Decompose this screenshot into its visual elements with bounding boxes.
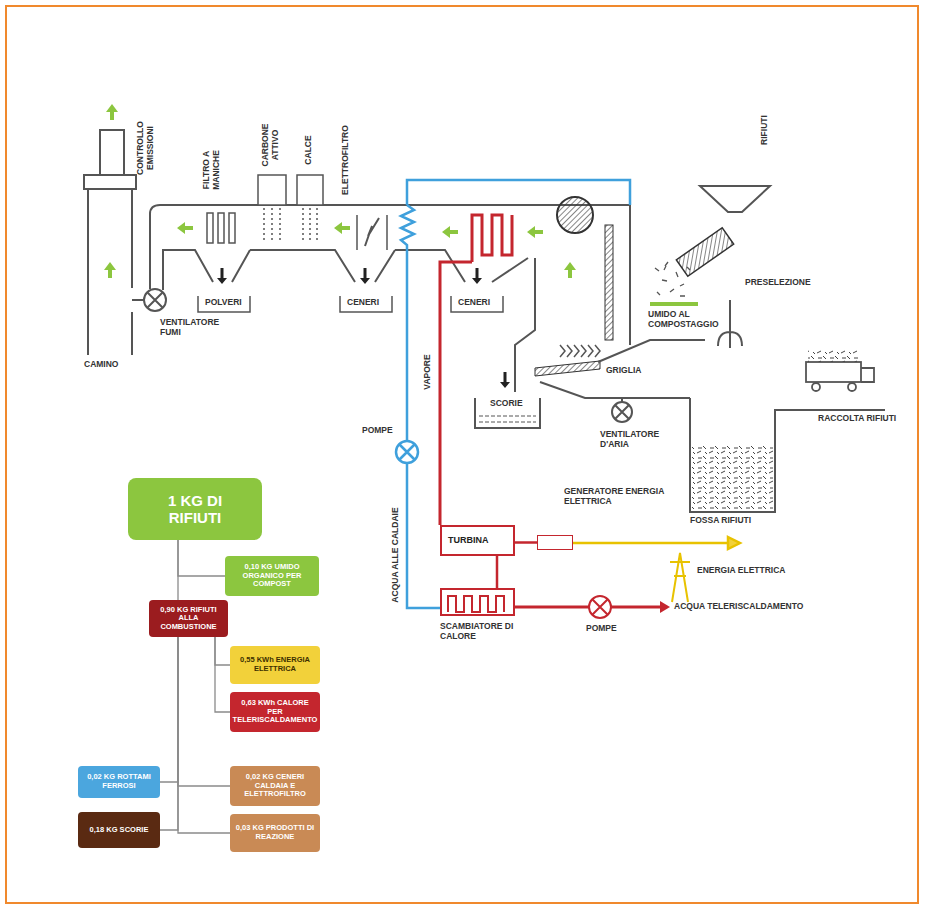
node-text: GENERATORE ENERGIA ELETTRICA [564,487,664,507]
node-text: 0,10 KG UMIDO ORGANICO PER COMPOST [229,563,315,589]
air-fan [612,398,632,422]
compost-label: UMIDO AL COMPOSTAGGIO [648,310,730,330]
flue-gas-fan [132,289,166,311]
connector-line [496,556,499,588]
node-text: 0,02 KG ROTTAMI FERROSI [82,773,156,790]
node-text: 0,02 KG CENERI CALDAIA E ELETTROFILTRO [234,773,316,799]
ash-box: 0,02 KG CENERI CALDAIA E ELETTROFILTRO [230,766,320,806]
heat-exchanger-box: SCAMBIATORE DI CALORE [440,588,515,616]
steam-label: VAPORE [423,342,433,402]
electric-line [573,537,740,602]
feedwater-label: ACQUA ALLE CALDAIE [391,500,401,610]
air-fan-label: VENTILATORE D'ARIA [600,430,662,450]
connector-line [160,637,178,782]
total-box: 1 KG DI RIFIUTI [128,478,262,540]
frame [6,6,918,903]
feed-hopper [650,186,770,306]
scrap-box: 0,02 KG ROTTAMI FERROSI [78,766,160,798]
heat-box: 0,63 KWh CALORE PER TELERISCALDAMENTO [230,692,320,732]
flow-arrows [104,104,576,388]
electrofilter-label: ELETTROFILTRO [341,120,351,200]
connector-line [178,637,230,786]
reagent-silos [258,175,323,242]
connector-line [215,637,230,665]
slag-box: 0,18 KG SCORIE [78,812,160,848]
generator-box: GENERATORE ENERGIA ELETTRICA [537,535,573,550]
connector-line [177,540,178,600]
truck [806,350,874,391]
carbon-label: CARBONE ATTIVO [261,120,281,170]
node-text: 0,55 KWh ENERGIA ELETTRICA [234,656,316,673]
connector-line [515,541,537,544]
waste-pit [690,300,885,512]
boiler-drum [557,197,613,340]
node-text: 1 KG DI RIFIUTI [145,492,245,527]
connector-line [160,637,178,830]
node-text: SCAMBIATORE DI CALORE [440,622,532,642]
connector-line [178,637,230,833]
fan-label: VENTILATORE FUMI [160,318,230,338]
chimney [84,130,136,355]
filter-label: FILTRO A MANICHE [202,143,222,198]
electricity-box: 0,55 KWh ENERGIA ELETTRICA [230,646,320,684]
combustion-box: 0,90 KG RIFIUTI ALLA COMBUSTIONE [149,600,228,637]
electrostatic-filter [357,215,387,250]
steam-circuit [440,215,670,618]
node-text: 0,18 KG SCORIE [90,826,149,835]
bag-filter [207,213,235,243]
node-text: 0,03 KG PRODOTTI DI REAZIONE [234,824,316,841]
node-text: TURBINA [448,535,489,545]
turbine-box: TURBINA [440,525,515,556]
node-text: 0,63 KWh CALORE PER TELERISCALDAMENTO [233,699,318,725]
connector-line [215,637,230,712]
node-text: 0,90 KG RIFIUTI ALLA COMBUSTIONE [153,606,224,632]
compost-box: 0,10 KG UMIDO ORGANICO PER COMPOST [225,556,319,596]
connector-line [178,540,225,576]
residue-box: 0,03 KG PRODOTTI DI REAZIONE [230,814,320,852]
lime-label: CALCE [304,130,314,170]
waste-label: RIFIUTI [760,105,770,155]
emission-label: CONTROLLO EMISSIONI [136,118,156,178]
